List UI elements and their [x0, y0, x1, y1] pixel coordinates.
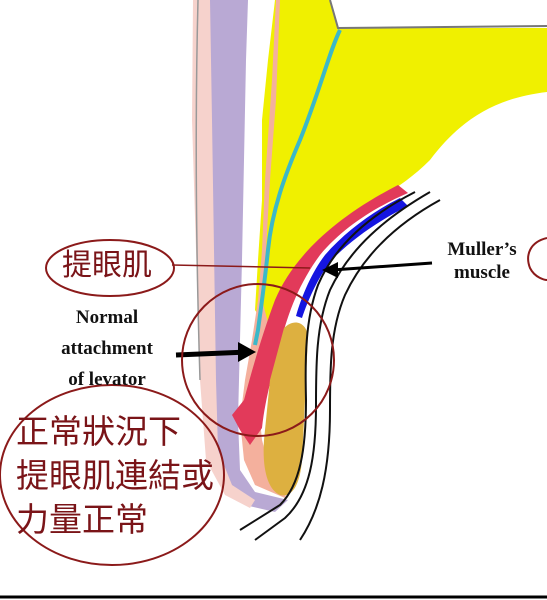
levator-label-zh: 提眼肌 [62, 248, 152, 283]
outer-skin-layer [192, 0, 255, 508]
normal-attachment-arrowhead [238, 342, 256, 362]
note-label-zh: 正常狀況下 提眼肌連結或 力量正常 [16, 410, 214, 542]
note-ellipse [0, 384, 225, 566]
note-line1: 正常狀況下 [16, 412, 181, 451]
note-line3: 力量正常 [16, 500, 148, 539]
muller-label-line2: muscle [454, 262, 510, 283]
levator-label-ellipse [45, 239, 175, 297]
orbital-septum [253, 29, 342, 346]
muller-label-line1: Muller’s [447, 239, 517, 260]
normal-attachment-arrow [175, 349, 249, 358]
muller-label: Muller’s muscle [428, 238, 536, 284]
partial-ellipse-right [527, 237, 547, 281]
tarsal-plate [263, 322, 308, 496]
normal-attachment-line1: Normal [75, 307, 139, 328]
orbicularis-band [205, 0, 288, 512]
muller-arrowhead [322, 262, 338, 278]
orbital-fat [255, 0, 547, 330]
note-line2: 提眼肌連結或 [16, 456, 214, 495]
levator-label-connector [171, 264, 311, 269]
top-divider-line [329, 0, 547, 30]
outer-contour-line [195, 0, 201, 381]
attachment-highlight-circle [181, 283, 335, 437]
normal-attachment-label: Normal attachment of levator [40, 302, 174, 395]
normal-attachment-line2: attachment [61, 338, 153, 359]
normal-attachment-line3: of levator [68, 369, 146, 390]
muller-muscle [296, 198, 408, 318]
eyelid-skin [216, 0, 290, 498]
levator-aponeurosis [232, 185, 408, 445]
conjunctiva-lines [239, 191, 441, 541]
muller-arrow [331, 261, 433, 272]
